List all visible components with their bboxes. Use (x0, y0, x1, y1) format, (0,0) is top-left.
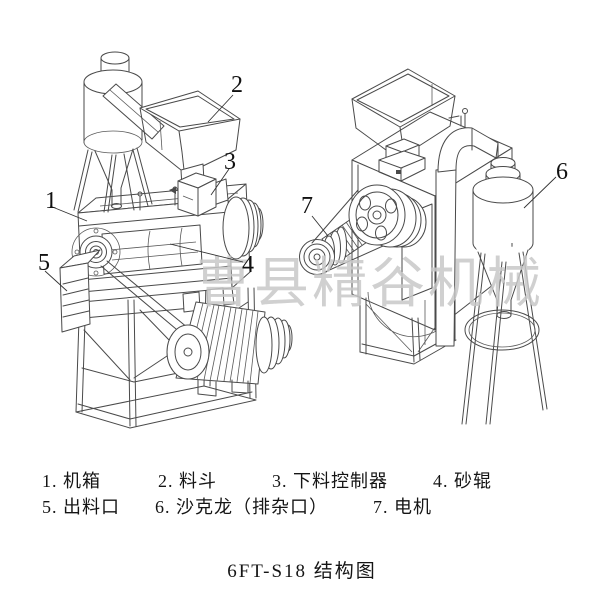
right-hopper (351, 68, 456, 182)
cyclone-duct (435, 127, 499, 347)
leader-lines (44, 94, 557, 292)
part-label-4: 4 (242, 252, 254, 278)
discharge-chute (59, 249, 101, 333)
main-pulley (348, 184, 427, 248)
feed-controller (169, 172, 217, 217)
left-machine-motor (166, 287, 293, 397)
legend-item-6: 6. 沙克龙（排杂口） (155, 497, 328, 517)
part-label-7: 7 (301, 193, 313, 219)
right-cyclone (461, 157, 548, 425)
part-label-6: 6 (556, 159, 568, 185)
right-belt (311, 189, 393, 273)
legend-item-5: 5. 出料口 (42, 497, 120, 517)
machine-diagram: 曹县精谷机械 1 2 3 4 5 6 7 (38, 51, 568, 429)
left-belt (100, 260, 189, 335)
part-label-1: 1 (45, 188, 57, 214)
legend-item-7: 7. 电机 (373, 497, 432, 517)
left-machine (59, 51, 293, 429)
bolt-detail (448, 108, 468, 129)
left-cyclone (73, 51, 165, 213)
legend-item-4: 4. 砂辊 (433, 471, 492, 491)
part-labels: 1 2 3 4 5 6 7 (38, 72, 568, 292)
part-label-3: 3 (224, 149, 236, 175)
legend-item-3: 3. 下料控制器 (272, 471, 388, 491)
roller-pulley (222, 196, 264, 260)
part-label-5: 5 (38, 250, 50, 276)
diagram-title: 6FT-S18 结构图 (227, 561, 377, 582)
watermark: 曹县精谷机械 (196, 251, 544, 315)
right-machine (299, 68, 548, 425)
cyclone-stand (461, 251, 548, 425)
legend-item-1: 1. 机箱 (42, 471, 101, 491)
part-label-2: 2 (231, 72, 243, 98)
legend-item-2: 2. 料斗 (158, 471, 217, 491)
